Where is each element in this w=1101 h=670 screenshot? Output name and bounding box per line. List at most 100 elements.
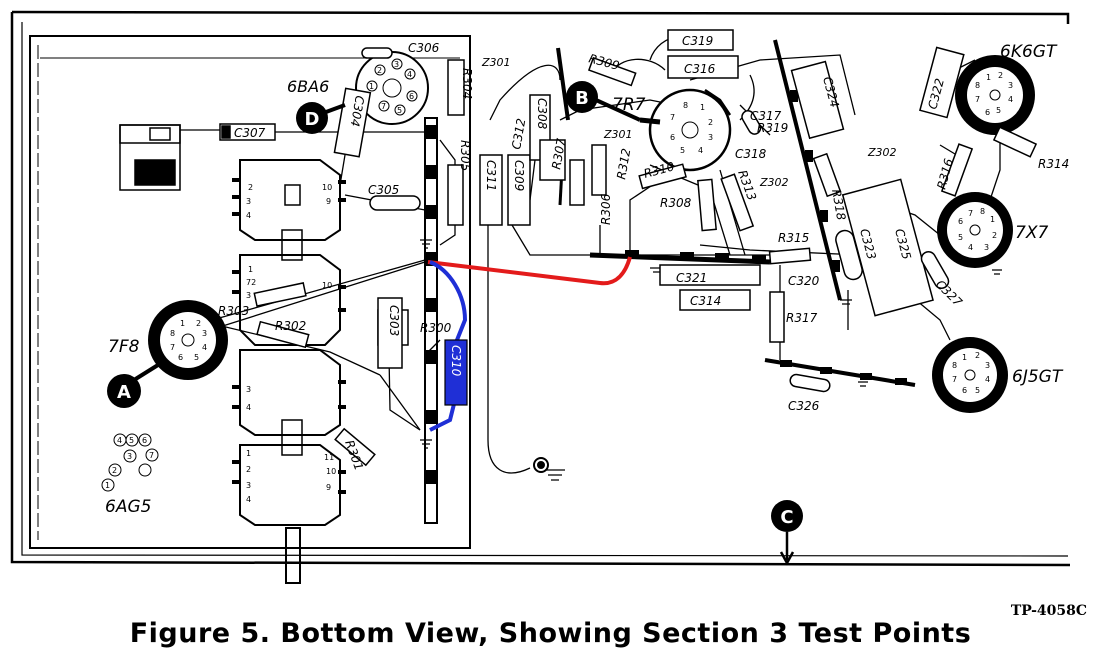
svg-text:10: 10 bbox=[322, 281, 332, 290]
label-C311: C311 bbox=[484, 160, 498, 191]
svg-text:2: 2 bbox=[998, 71, 1003, 80]
test-point-B: B bbox=[566, 81, 641, 122]
ground-lug bbox=[533, 457, 549, 473]
label-C314: C314 bbox=[690, 294, 721, 308]
tube-label-6BA6: 6BA6 bbox=[287, 77, 329, 96]
svg-text:4: 4 bbox=[246, 495, 251, 504]
svg-text:3: 3 bbox=[246, 291, 251, 300]
label-R312: R312 bbox=[614, 147, 633, 180]
label-C319: C319 bbox=[682, 34, 713, 48]
document-number: TP-4058C bbox=[1010, 603, 1087, 619]
svg-text:4: 4 bbox=[1008, 95, 1013, 104]
label-R300: R300 bbox=[420, 321, 452, 335]
label-C306: C306 bbox=[408, 41, 440, 55]
svg-text:3: 3 bbox=[985, 361, 990, 370]
svg-text:4: 4 bbox=[202, 343, 207, 352]
label-R307: R307 bbox=[549, 137, 568, 171]
svg-text:7: 7 bbox=[975, 95, 980, 104]
svg-text:6: 6 bbox=[142, 436, 147, 445]
test-point-A: A bbox=[107, 363, 160, 408]
capacitor-C310-highlight bbox=[444, 339, 468, 406]
label-C326: C326 bbox=[788, 399, 820, 413]
svg-text:1: 1 bbox=[105, 481, 110, 490]
svg-text:8: 8 bbox=[975, 81, 980, 90]
svg-text:5: 5 bbox=[975, 386, 980, 395]
svg-text:7: 7 bbox=[670, 113, 675, 122]
svg-text:5: 5 bbox=[397, 106, 402, 115]
svg-text:9: 9 bbox=[326, 483, 331, 492]
svg-text:3: 3 bbox=[1008, 81, 1013, 90]
svg-text:6: 6 bbox=[985, 108, 990, 117]
svg-text:3: 3 bbox=[246, 385, 251, 394]
label-C303: C303 bbox=[387, 305, 401, 336]
svg-text:4: 4 bbox=[985, 375, 990, 384]
label-C310: C310 bbox=[449, 345, 463, 377]
label-Z302-a: Z302 bbox=[759, 176, 789, 189]
terminal-strip-top bbox=[556, 47, 570, 206]
tube-label-6J5GT: 6J5GT bbox=[1012, 367, 1064, 387]
tube-label-7R7: 7R7 bbox=[612, 95, 646, 115]
svg-text:2: 2 bbox=[992, 231, 997, 240]
svg-text:3: 3 bbox=[127, 452, 132, 461]
zener-labels: Z301 Z301 Z302 Z302 bbox=[481, 56, 897, 189]
terminal-strip-diagonal bbox=[773, 39, 842, 301]
socket-lugs bbox=[232, 178, 346, 494]
label-C305: C305 bbox=[368, 183, 399, 197]
svg-text:10: 10 bbox=[322, 183, 332, 192]
svg-text:4: 4 bbox=[246, 211, 251, 220]
svg-text:5: 5 bbox=[129, 436, 134, 445]
label-C309: C309 bbox=[512, 160, 526, 191]
svg-text:11: 11 bbox=[324, 453, 334, 462]
svg-text:10: 10 bbox=[326, 467, 336, 476]
label-R319: R319 bbox=[757, 121, 788, 135]
test-point-D: D bbox=[296, 102, 346, 134]
tube-label-7F8: 7F8 bbox=[108, 337, 140, 357]
wiring-diagram: 23 410 91 723 103 41 23 411 109 bbox=[10, 10, 1071, 584]
tube-label-7X7: 7X7 bbox=[1015, 223, 1048, 243]
tube-labels: 6BA6 7F8 6AG5 7R7 6K6GT 7X7 6J5GT bbox=[105, 42, 1064, 517]
svg-text:3: 3 bbox=[708, 133, 713, 142]
socket-pin-numbers: 23 410 91 723 103 41 23 411 109 bbox=[246, 183, 336, 504]
label-R315: R315 bbox=[778, 231, 809, 245]
label-R314: R314 bbox=[1038, 157, 1069, 171]
terminal-strip-left bbox=[424, 117, 438, 524]
label-R317: R317 bbox=[786, 311, 818, 325]
svg-text:5: 5 bbox=[194, 353, 199, 362]
relay-block bbox=[119, 124, 181, 191]
svg-text:6: 6 bbox=[178, 353, 183, 362]
capacitor-labels: C303 C304 C305 C306 C307 C308 C309 C310 … bbox=[234, 34, 965, 413]
svg-text:7: 7 bbox=[170, 343, 175, 352]
highlighted-blue-lead bbox=[429, 260, 468, 432]
test-point-B-label: B bbox=[575, 88, 589, 109]
svg-text:2: 2 bbox=[377, 66, 382, 75]
test-point-D-label: D bbox=[305, 109, 320, 130]
figure-caption: Figure 5. Bottom View, Showing Section 3… bbox=[129, 618, 972, 649]
svg-text:4: 4 bbox=[246, 403, 251, 412]
tube-label-6AG5: 6AG5 bbox=[105, 497, 151, 517]
label-C321: C321 bbox=[676, 271, 707, 285]
svg-text:1: 1 bbox=[180, 319, 185, 328]
svg-text:7: 7 bbox=[381, 102, 386, 111]
svg-text:1: 1 bbox=[700, 103, 705, 112]
label-R318: R318 bbox=[829, 188, 848, 222]
svg-text:9: 9 bbox=[326, 197, 331, 206]
svg-text:2: 2 bbox=[112, 466, 117, 475]
terminal-strip-bottom bbox=[764, 358, 916, 387]
svg-text:7: 7 bbox=[952, 375, 957, 384]
svg-text:8: 8 bbox=[952, 361, 957, 370]
svg-text:6: 6 bbox=[958, 217, 963, 226]
svg-text:6: 6 bbox=[962, 386, 967, 395]
svg-text:1: 1 bbox=[369, 82, 374, 91]
svg-text:4: 4 bbox=[968, 243, 973, 252]
svg-text:3: 3 bbox=[984, 243, 989, 252]
label-Z302-b: Z302 bbox=[867, 146, 897, 159]
svg-text:1: 1 bbox=[962, 353, 967, 362]
capacitor-bodies bbox=[219, 29, 965, 393]
svg-text:4: 4 bbox=[698, 146, 703, 155]
